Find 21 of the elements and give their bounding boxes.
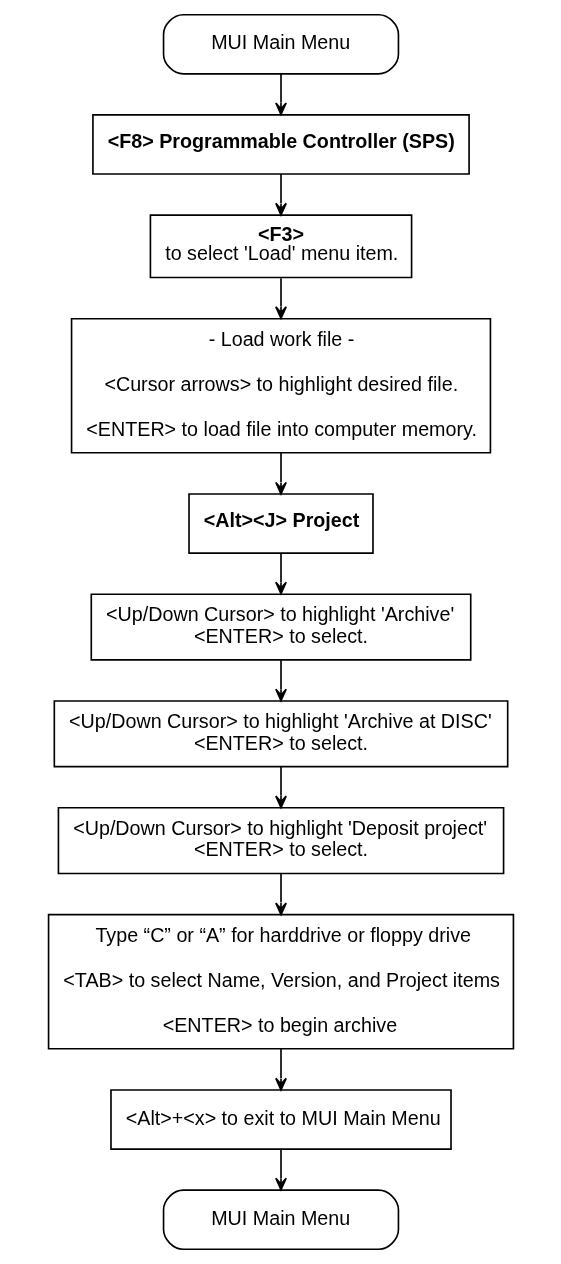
- node-box: Type “C” or “A” for harddrive or floppy drive <TAB> to select Name, Version, and Project items <ENTER> to begin archive: [47, 913, 514, 1050]
- arrow: [274, 73, 287, 116]
- arrow: [274, 1148, 287, 1191]
- arrow: [274, 552, 287, 595]
- arrow: [274, 452, 287, 495]
- node-box: - Load work file - <Cursor arrows> to highlight desired file. <ENTER> to load file into computer memory.: [70, 317, 491, 454]
- node-box: <F3> to select 'Load' menu item.: [149, 214, 412, 279]
- arrow: [274, 277, 287, 320]
- node-box: <Alt>+<x> to exit to MUI Main Menu: [109, 1089, 452, 1150]
- arrow: [274, 766, 287, 809]
- node-box: MUI Main Menu: [162, 1189, 399, 1251]
- node-box: <Alt><J> Project: [187, 493, 374, 554]
- arrow: [274, 173, 287, 216]
- node-box: <Up/Down Cursor> to highlight 'Archive' <ENTER> to select.: [89, 593, 472, 661]
- arrow: [274, 872, 287, 916]
- node-box: MUI Main Menu: [162, 13, 399, 75]
- node-box: <Up/Down Cursor> to highlight 'Archive at DISC' <ENTER> to select.: [53, 700, 508, 768]
- arrow: [274, 659, 287, 702]
- node-box: <F8> Programmable Controller (SPS): [91, 114, 470, 175]
- node-box: <Up/Down Cursor> to highlight 'Deposit project' <ENTER> to select.: [57, 806, 504, 875]
- arrow: [274, 1048, 287, 1091]
